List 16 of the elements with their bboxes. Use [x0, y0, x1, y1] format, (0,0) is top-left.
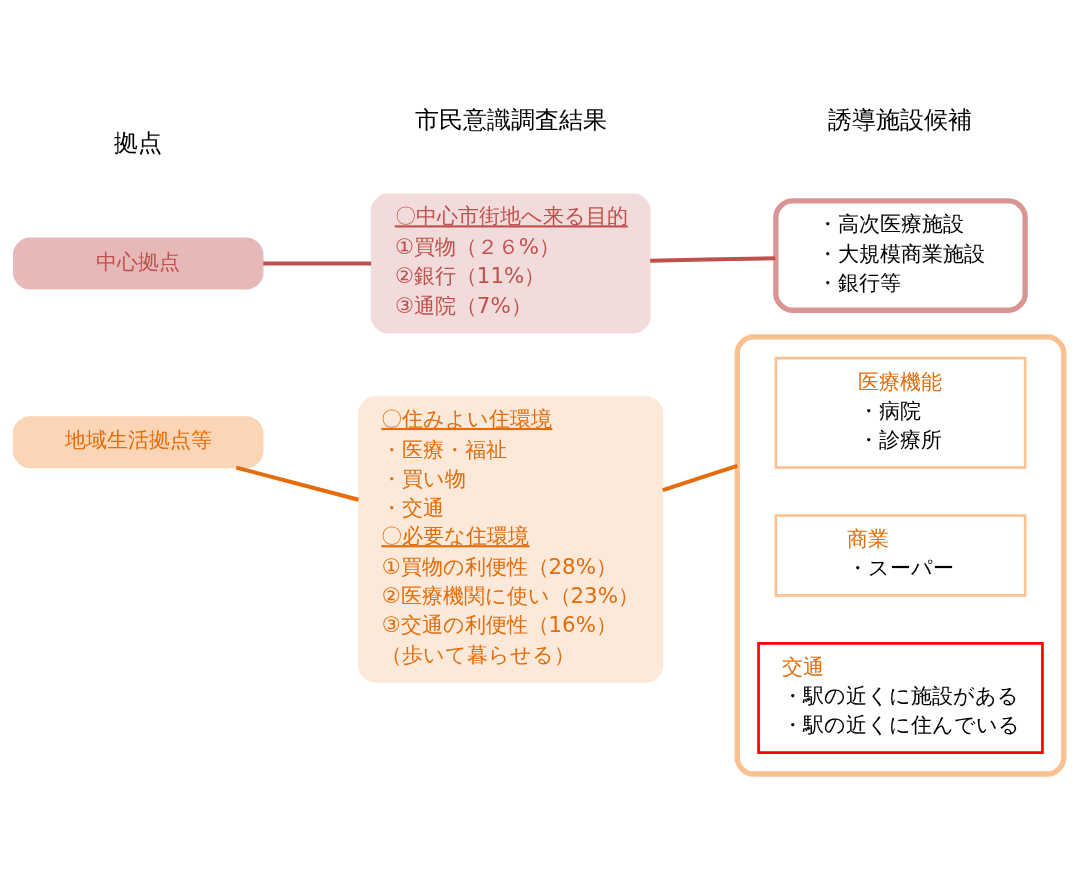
node-box: ・高次医療施設 ・大規模商業施設 ・銀行等	[773, 197, 1028, 313]
node-box: 地域生活拠点等	[12, 415, 264, 468]
connector	[650, 255, 776, 263]
connector	[235, 465, 359, 502]
cluster	[734, 333, 1067, 777]
node-box: 医療機能 ・病院 ・診療所	[774, 356, 1027, 469]
label: 誘導施設候補	[828, 105, 973, 134]
node-box: 〇住みよい住環境 ・医療・福祉 ・買い物 ・交通 〇必要な住環境 ①買物の利便性（28%） ②医療機関に使い（23%） ③交通の利便性（16%） （歩いて暮らせる）	[358, 395, 664, 683]
node-box: 〇中心市街地へ来る目的 ①買物（２６%） ②銀行（11%） ③通院（7%）	[370, 193, 651, 334]
connector	[263, 261, 372, 266]
label: 拠点	[114, 128, 163, 157]
node-box: 商業 ・スーパー	[774, 513, 1027, 597]
node-box: 中心拠点	[12, 237, 264, 290]
label: 市民意識調査結果	[414, 105, 607, 134]
node-box: 交通 ・駅の近くに施設がある ・駅の近くに住んでいる	[757, 641, 1044, 754]
connector	[662, 463, 738, 492]
